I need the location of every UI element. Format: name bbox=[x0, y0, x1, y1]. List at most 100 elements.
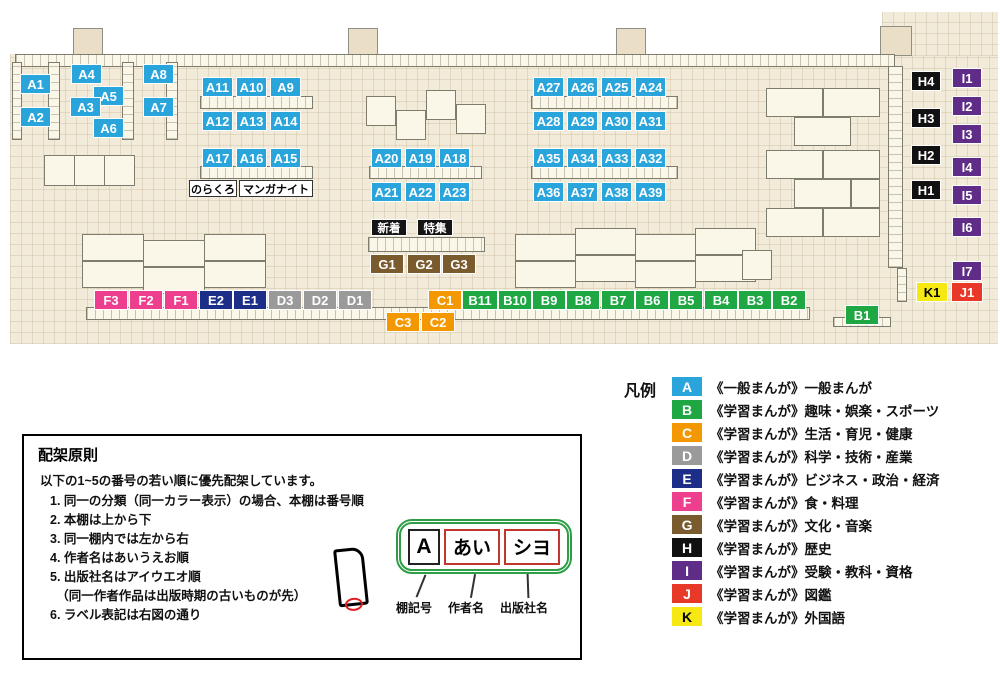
shelf-tag-H3: H3 bbox=[911, 108, 941, 128]
legend-label-K: 《学習まんが》外国語 bbox=[710, 610, 846, 626]
shelf-tag-A33: A33 bbox=[601, 148, 632, 168]
legend-swatch-A: A bbox=[672, 377, 703, 396]
shelf-tag-D1: D1 bbox=[338, 290, 372, 310]
connector-line bbox=[526, 573, 530, 599]
legend-label-C: 《学習まんが》生活・育児・健康 bbox=[710, 426, 913, 442]
shelf-tag-H1: H1 bbox=[911, 180, 941, 200]
shelf-tag-D3: D3 bbox=[268, 290, 302, 310]
legend-swatch-K: K bbox=[672, 607, 703, 626]
shelf-unit bbox=[742, 250, 772, 280]
shelf-tag-B4: B4 bbox=[704, 290, 738, 310]
rule-line-4: 4. 作者名はあいうえお順 bbox=[50, 551, 189, 565]
shelf-unit bbox=[12, 62, 22, 140]
shelf-unit bbox=[851, 179, 880, 208]
shelf-tag-A22: A22 bbox=[405, 182, 436, 202]
shelf-unit bbox=[366, 96, 396, 126]
shelf-tag-H4: H4 bbox=[911, 71, 941, 91]
shelf-tag-A6: A6 bbox=[93, 118, 124, 138]
shelf-tag-A23: A23 bbox=[439, 182, 470, 202]
shelf-tag-J1: J1 bbox=[951, 282, 983, 302]
shelf-tag-F3: F3 bbox=[94, 290, 128, 310]
shelf-tag-B9: B9 bbox=[532, 290, 566, 310]
shelf-tag-C2: C2 bbox=[421, 312, 455, 332]
shelf-tag-A13: A13 bbox=[236, 111, 267, 131]
pillar bbox=[73, 28, 103, 56]
legend-label-G: 《学習まんが》文化・音楽 bbox=[710, 518, 873, 534]
shelf-unit bbox=[48, 62, 60, 140]
shelf-unit bbox=[515, 234, 576, 261]
legend-row-K: K 《学習まんが》外国語 bbox=[672, 605, 940, 628]
legend-swatch-E: E bbox=[672, 469, 703, 488]
shelf-unit bbox=[456, 104, 486, 134]
legend-label-I: 《学習まんが》受験・教科・資格 bbox=[710, 564, 913, 580]
rule-line-5: 5. 出版社名はアイウエオ順 bbox=[50, 570, 201, 584]
shelf-tag-A29: A29 bbox=[567, 111, 598, 131]
map-label-norakuro: のらくろ bbox=[189, 180, 237, 197]
shelf-tag-B8: B8 bbox=[566, 290, 600, 310]
label-example-box: A あい シヨ bbox=[396, 519, 572, 574]
legend-row-H: H《学習まんが》歴史 bbox=[672, 536, 940, 559]
map-label-new-arrivals: 新着 bbox=[371, 219, 407, 236]
legend-title: 凡例 bbox=[624, 383, 657, 400]
legend-swatch-F: F bbox=[672, 492, 703, 511]
shelf-tag-B11: B11 bbox=[462, 290, 498, 310]
shelf-tag-G1: G1 bbox=[370, 254, 404, 274]
label-shelf-code: A bbox=[408, 528, 440, 565]
shelf-tag-K1: K1 bbox=[916, 282, 948, 302]
shelf-tag-A9: A9 bbox=[270, 77, 301, 97]
shelf-tag-I1: I1 bbox=[952, 68, 982, 88]
legend-row-E: E《学習まんが》ビジネス・政治・経済 bbox=[672, 467, 940, 490]
pillar bbox=[880, 26, 912, 56]
shelf-tag-A31: A31 bbox=[635, 111, 666, 131]
shelf-unit bbox=[122, 62, 134, 140]
shelf-unit bbox=[635, 261, 696, 288]
shelf-tag-I2: I2 bbox=[952, 96, 982, 116]
label-author: あい bbox=[444, 528, 500, 565]
shelf-tag-A17: A17 bbox=[202, 148, 233, 168]
legend-row-B: B《学習まんが》趣味・娯楽・スポーツ bbox=[672, 398, 940, 421]
legend-swatch-I: I bbox=[672, 561, 703, 580]
shelf-tag-I5: I5 bbox=[952, 185, 982, 205]
shelf-tag-A16: A16 bbox=[236, 148, 267, 168]
shelf-tag-F2: F2 bbox=[129, 290, 163, 310]
shelf-unit bbox=[15, 54, 895, 67]
shelf-unit bbox=[794, 179, 851, 208]
shelf-tag-A8: A8 bbox=[143, 64, 174, 84]
label-caption-1: 棚記号 bbox=[396, 601, 433, 615]
shelf-tag-A26: A26 bbox=[567, 77, 598, 97]
shelf-tag-B6: B6 bbox=[635, 290, 669, 310]
pillar bbox=[348, 28, 378, 56]
label-captions: 棚記号作者名出版社名 bbox=[396, 599, 548, 616]
shelf-unit bbox=[368, 237, 485, 252]
shelf-unit bbox=[143, 240, 205, 267]
shelf-unit bbox=[897, 268, 907, 302]
shelf-tag-I4: I4 bbox=[952, 157, 982, 177]
shelf-tag-A28: A28 bbox=[533, 111, 564, 131]
shelf-unit bbox=[888, 66, 903, 268]
book-spine-icon bbox=[333, 546, 369, 612]
shelf-tag-G3: G3 bbox=[442, 254, 476, 274]
shelf-tag-A35: A35 bbox=[533, 148, 564, 168]
shelf-tag-C1: C1 bbox=[428, 290, 462, 310]
principles-title: 配架原則 bbox=[38, 447, 99, 464]
shelf-tag-A7: A7 bbox=[143, 97, 174, 117]
shelf-tag-A20: A20 bbox=[371, 148, 402, 168]
shelf-tag-D2: D2 bbox=[303, 290, 337, 310]
legend-row-F: F《学習まんが》食・料理 bbox=[672, 490, 940, 513]
shelf-tag-A32: A32 bbox=[635, 148, 666, 168]
shelf-unit bbox=[74, 155, 105, 186]
legend-row-D: D《学習まんが》科学・技術・産業 bbox=[672, 444, 940, 467]
shelf-tag-A34: A34 bbox=[567, 148, 598, 168]
shelf-unit bbox=[823, 88, 880, 117]
shelf-tag-A25: A25 bbox=[601, 77, 632, 97]
shelf-unit bbox=[635, 234, 696, 261]
shelf-unit bbox=[794, 117, 851, 146]
shelf-tag-A2: A2 bbox=[20, 107, 51, 127]
shelf-tag-A10: A10 bbox=[236, 77, 267, 97]
connector-line bbox=[415, 574, 427, 598]
legend-row-J: J《学習まんが》図鑑 bbox=[672, 582, 940, 605]
shelf-tag-A4: A4 bbox=[71, 64, 102, 84]
